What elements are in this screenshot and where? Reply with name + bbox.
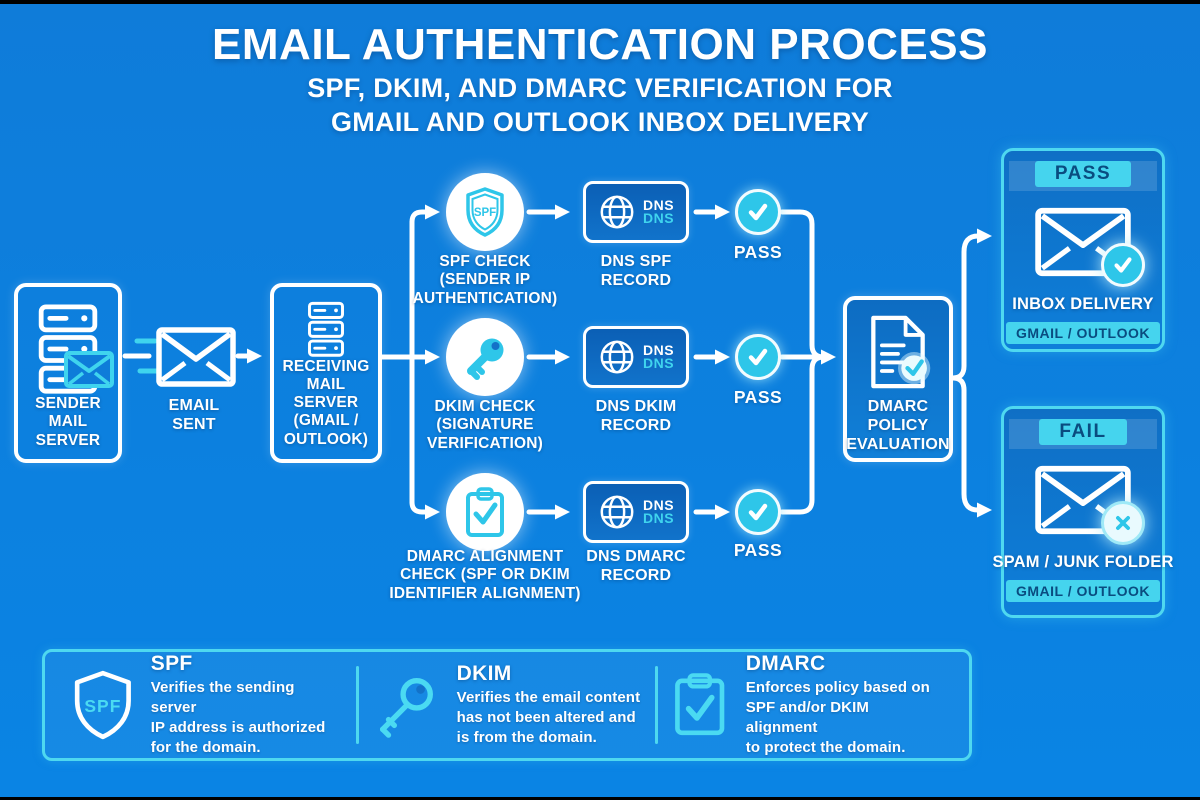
legend-term: DMARC: [745, 651, 826, 675]
fail-badge: FAIL: [1039, 419, 1127, 445]
policy-label: DMARC: [867, 398, 929, 415]
dns-text: DNS DNS: [642, 196, 675, 226]
dns-dmarc-record-node: DNS DNS: [583, 481, 689, 543]
page-title: EMAIL AUTHENTICATION PROCESS: [212, 20, 988, 69]
sender-label: MAIL SERVER: [35, 413, 101, 449]
shield-spf-icon: SPF: [74, 670, 131, 740]
clipboard-check-icon: [466, 487, 504, 537]
server-icon: [308, 301, 344, 357]
receiving-label: MAIL SERVER: [293, 375, 359, 412]
inbox-delivery-label: INBOX DELIVERY: [1012, 295, 1154, 313]
legend-desc: for the domain.: [150, 739, 261, 757]
page-subtitle-line1: SPF, DKIM, AND DMARC VERIFICATION FOR: [307, 73, 893, 103]
page-subtitle-line2: GMAIL AND OUTLOOK INBOX DELIVERY: [330, 107, 870, 137]
legend-desc: is from the domain.: [456, 729, 597, 747]
provider-badge: GMAIL / OUTLOOK: [1005, 580, 1160, 602]
clipboard-check-icon: [675, 673, 725, 736]
spf-check-label: AUTHENTICATION): [412, 289, 558, 307]
dns-spf-label: DNS SPF: [600, 253, 672, 270]
svg-text:SPF: SPF: [84, 696, 121, 716]
legend-item-dkim: DKIM Verifies the email content has not …: [359, 662, 656, 749]
dmarc-pass-icon: [735, 489, 781, 535]
top-border: [0, 0, 1200, 4]
dns-dkim-record-node: DNS DNS: [583, 326, 689, 388]
legend-desc: to protect the domain.: [745, 739, 906, 757]
legend-desc: has not been altered and: [456, 708, 636, 726]
email-sent-label: EMAIL: [168, 397, 220, 414]
bottom-border: [0, 797, 1200, 800]
dns-dmarc-label: RECORD: [600, 566, 672, 584]
dmarc-policy-evaluation-node: DMARC POLICY EVALUATION: [843, 296, 953, 462]
x-circle-icon: [1101, 501, 1145, 545]
dkim-pass-label: PASS: [733, 387, 783, 407]
receiving-mail-server-node: RECEIVING MAIL SERVER (GMAIL / OUTLOOK): [270, 283, 382, 463]
legend-desc: Enforces policy based on: [745, 678, 930, 696]
legend-item-dmarc: DMARC Enforces policy based on SPF and/o…: [658, 652, 955, 759]
legend-desc: Verifies the sending server: [150, 678, 295, 716]
dmarc-check-label: IDENTIFIER ALIGNMENT): [389, 584, 581, 602]
key-icon: [379, 678, 433, 738]
dns-spf-label: RECORD: [600, 271, 672, 289]
spf-check-label: (SENDER IP: [439, 271, 531, 289]
policy-label: EVALUATION: [846, 435, 950, 453]
dkim-check-node: [446, 318, 524, 396]
dmarc-check-label: DMARC ALIGNMENT: [406, 548, 564, 565]
legend-desc: Verifies the email content: [456, 688, 641, 706]
dkim-check-label: DKIM CHECK: [434, 398, 536, 415]
dns-text: DNS DNS: [642, 341, 675, 371]
legend-term: DKIM: [456, 661, 512, 685]
check-circle-icon: [1101, 243, 1145, 287]
key-icon: [467, 338, 504, 380]
spf-pass-label: PASS: [733, 242, 783, 262]
legend-item-spf: SPF SPF Verifies the sending server IP a…: [59, 652, 356, 759]
envelope-icon: [64, 351, 114, 388]
legend-desc: SPF and/or DKIM alignment: [745, 698, 869, 736]
receiving-provider-label: (GMAIL / OUTLOOK): [283, 412, 369, 448]
sender-label: SENDER: [35, 395, 101, 412]
dmarc-check-node: [446, 473, 524, 551]
email-sent-envelope-icon: [156, 327, 236, 387]
dkim-check-label: VERIFICATION): [427, 434, 543, 452]
pass-badge: PASS: [1034, 161, 1132, 187]
spf-pass-icon: [735, 189, 781, 235]
globe-icon: [600, 195, 634, 229]
dns-dkim-label: DNS DKIM: [595, 398, 677, 415]
shield-spf-icon: SPF: [466, 187, 504, 237]
globe-icon: [600, 340, 634, 374]
dmarc-pass-label: PASS: [733, 540, 783, 560]
dns-dkim-label: RECORD: [600, 416, 672, 434]
sender-mail-server-node: SENDER MAIL SERVER: [14, 283, 122, 463]
legend-divider: [355, 666, 359, 744]
spf-check-node: SPF: [446, 173, 524, 251]
inbox-delivery-node: PASS INBOX DELIVERY GMAIL / OUTLOOK: [1001, 148, 1165, 352]
dkim-pass-icon: [735, 334, 781, 380]
legend-term: SPF: [150, 651, 193, 675]
email-sent-label: SENT: [172, 415, 216, 433]
svg-text:SPF: SPF: [474, 207, 496, 219]
dns-dmarc-label: DNS DMARC: [586, 548, 686, 565]
dmarc-check-label: CHECK (SPF OR DKIM: [400, 566, 570, 584]
dkim-check-label: (SIGNATURE: [436, 416, 534, 434]
legend: SPF SPF Verifies the sending server IP a…: [42, 649, 972, 761]
spam-junk-folder-label: SPAM / JUNK FOLDER: [992, 553, 1174, 571]
dns-spf-record-node: DNS DNS: [583, 181, 689, 243]
dns-text: DNS DNS: [642, 496, 675, 526]
receiving-label: RECEIVING: [282, 357, 370, 375]
spam-junk-folder-node: FAIL SPAM / JUNK FOLDER GMAIL / OUTLOOK: [992, 406, 1173, 618]
provider-badge: GMAIL / OUTLOOK: [1005, 322, 1160, 344]
globe-icon: [600, 495, 634, 529]
spf-check-label: SPF CHECK: [439, 253, 531, 270]
legend-divider: [655, 666, 659, 744]
policy-label: POLICY: [867, 416, 929, 434]
policy-document-icon: [871, 315, 931, 389]
legend-desc: IP address is authorized: [150, 719, 326, 736]
